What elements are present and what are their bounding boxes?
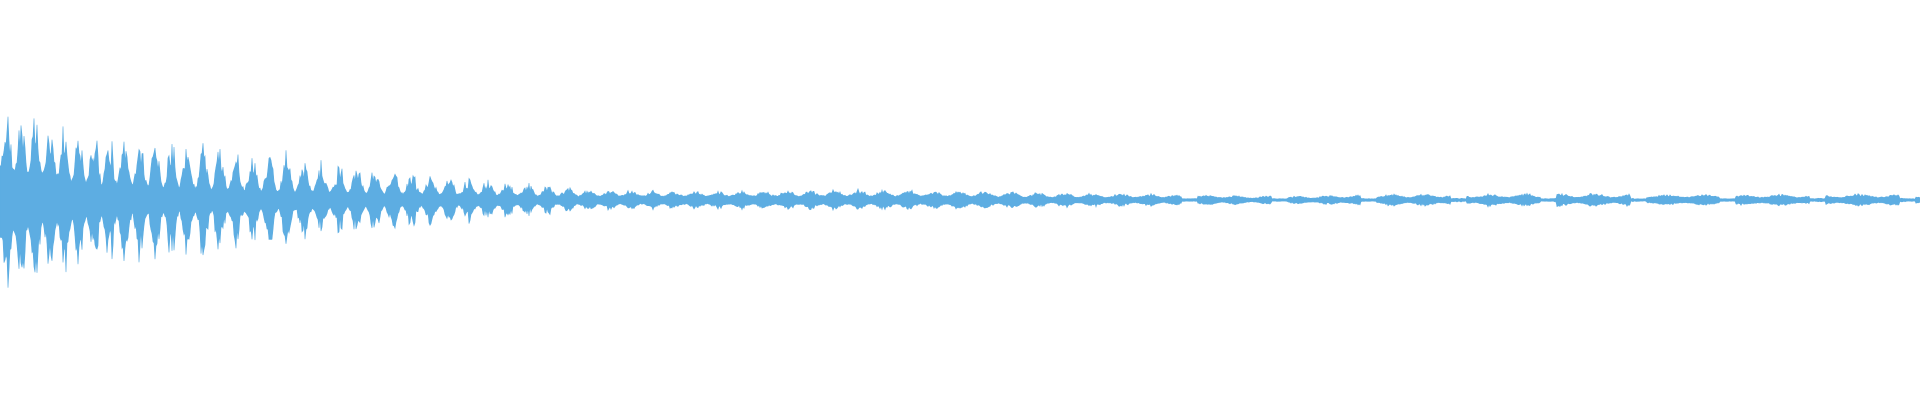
waveform-trace — [0, 116, 1920, 288]
